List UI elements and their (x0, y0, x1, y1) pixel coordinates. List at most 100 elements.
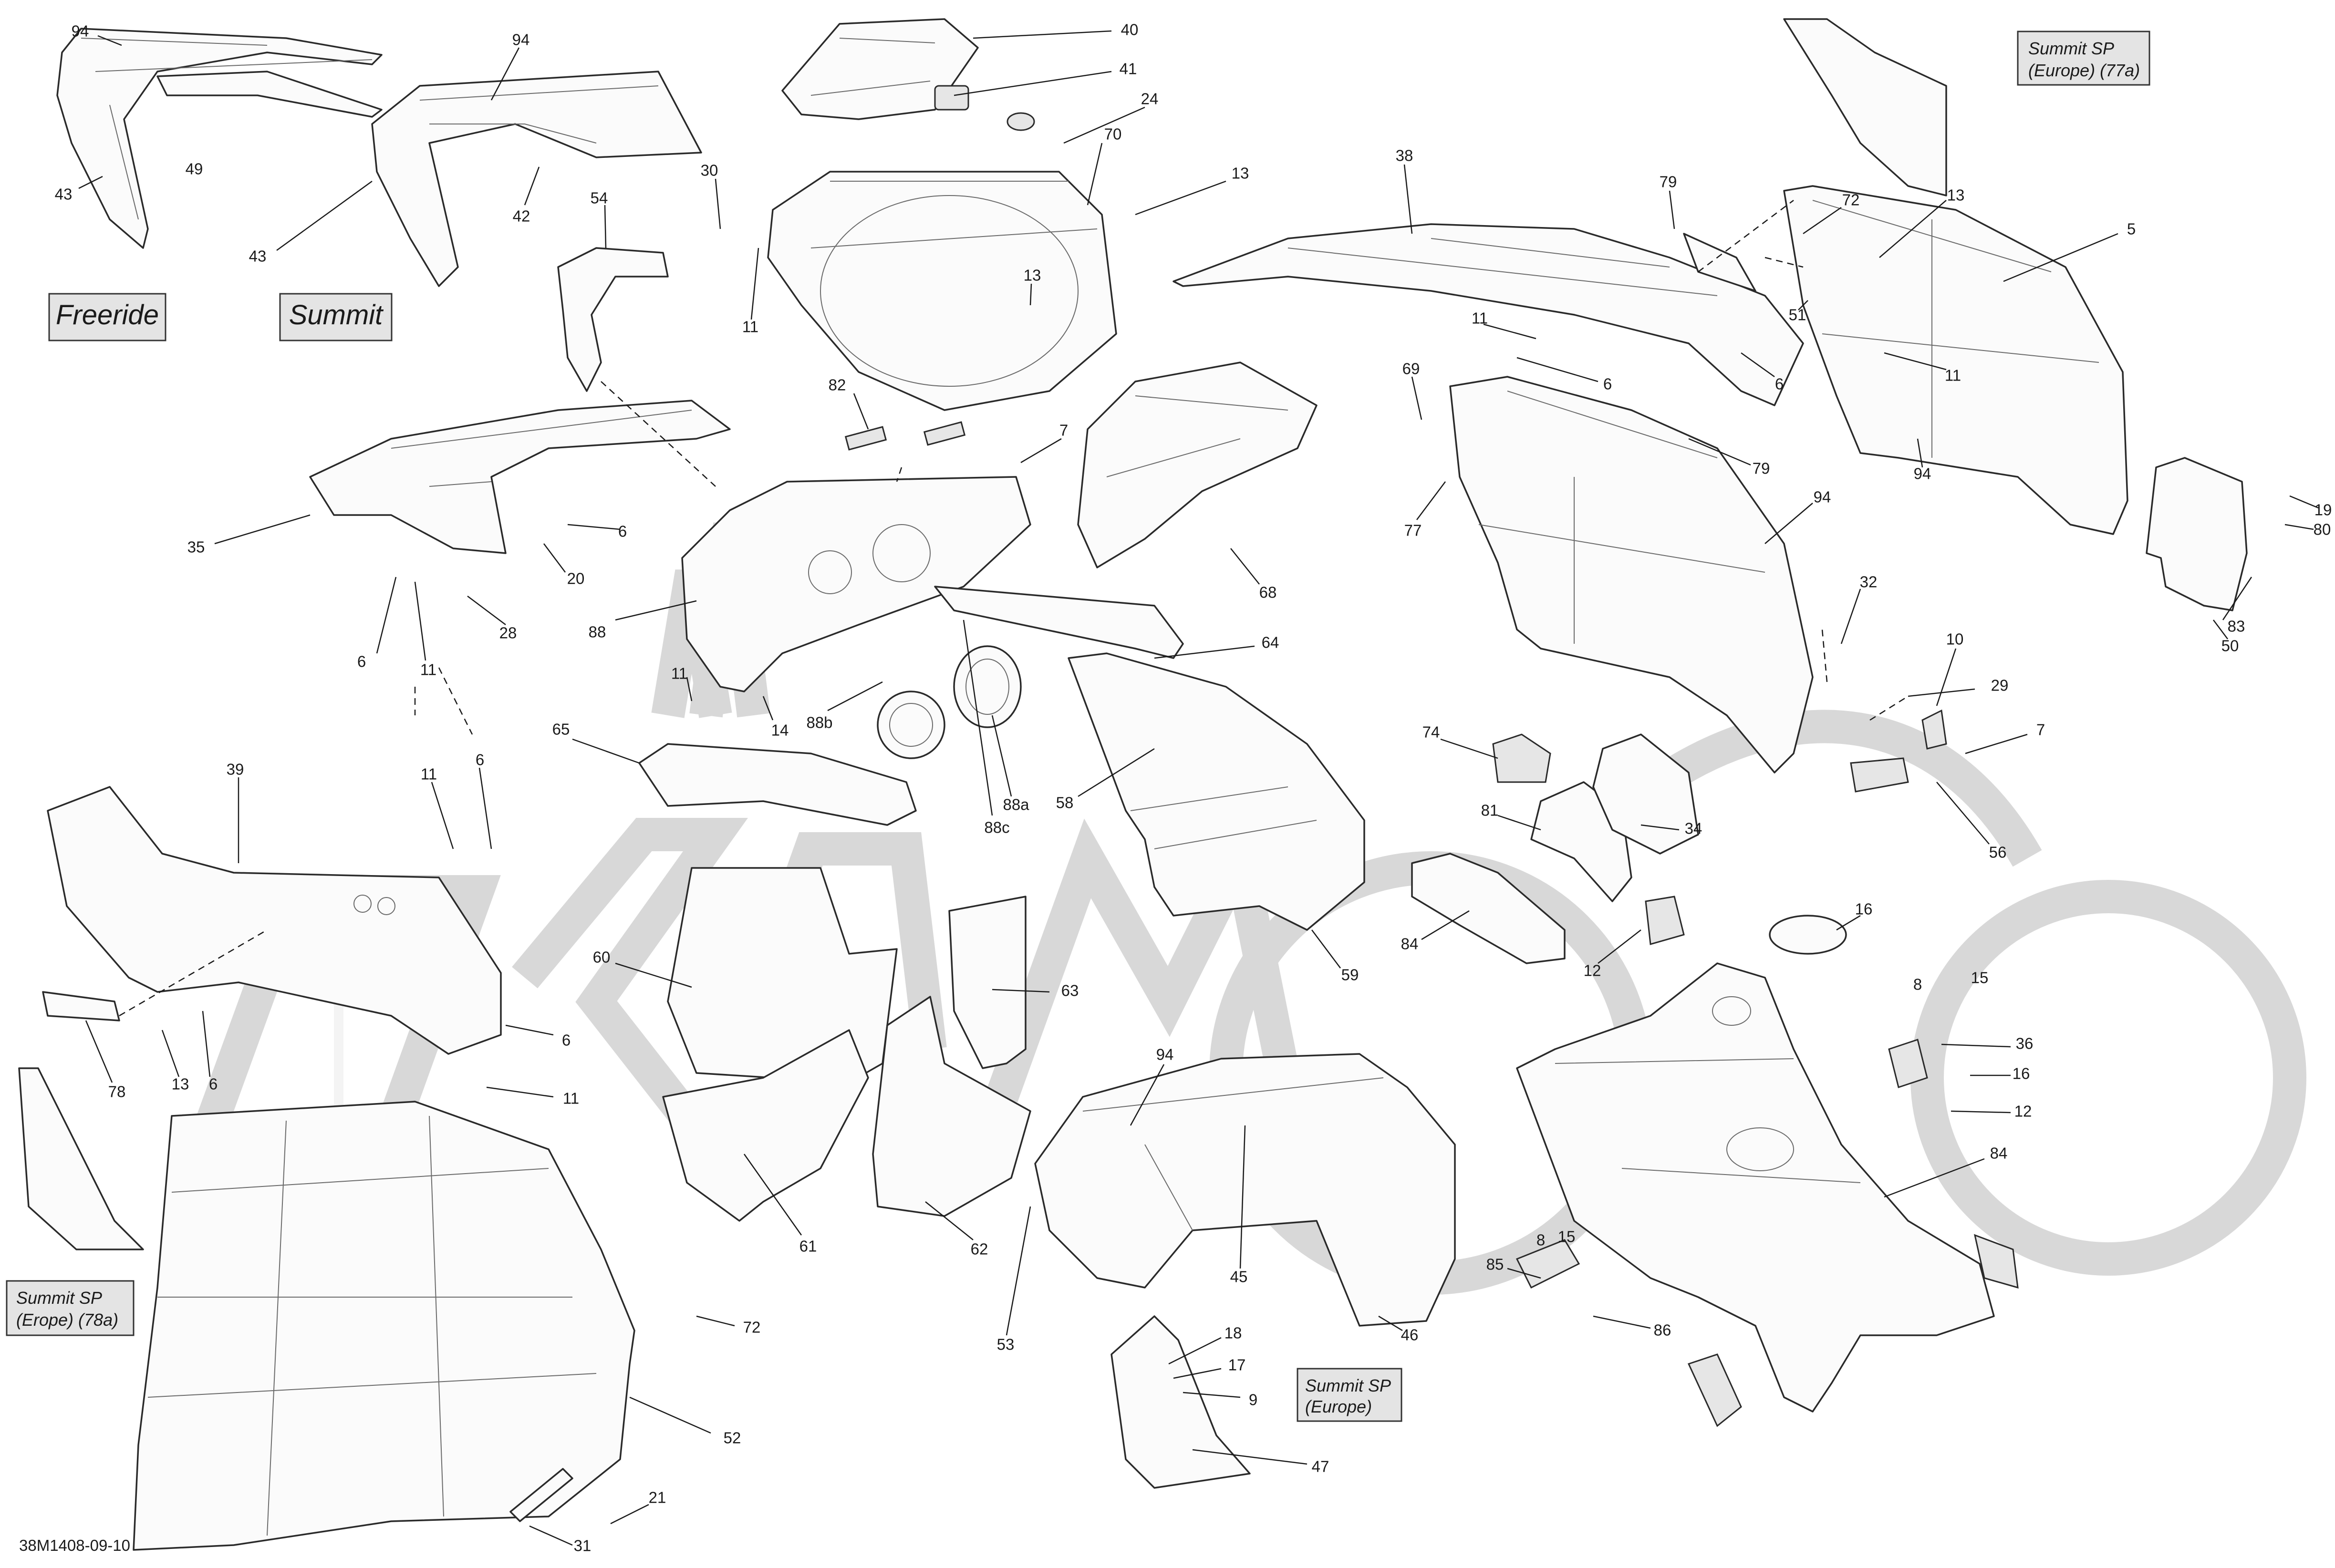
callout-85: 85 (1486, 1256, 1504, 1273)
callout-9: 9 (1249, 1391, 1257, 1409)
callout-leader (1669, 190, 1675, 229)
variant-label-77a-line1: Summit SP (2028, 39, 2114, 58)
callout-49: 49 (186, 160, 203, 178)
callout-30: 30 (701, 162, 718, 179)
part-84-a (1888, 1039, 1928, 1088)
part-83 (1592, 733, 1699, 855)
callout-leader (1507, 1268, 1541, 1279)
part-61 (662, 1029, 869, 1222)
callout-12: 12 (1584, 962, 1601, 980)
callout-leader (214, 514, 311, 545)
callout-6: 6 (209, 1075, 218, 1093)
variant-box-summit: Summit (279, 293, 393, 341)
callout-84: 84 (1990, 1145, 2008, 1162)
callout-leader (1168, 1337, 1222, 1365)
callout-leader (1440, 738, 1498, 759)
callout-11: 11 (671, 665, 687, 682)
callout-31: 31 (574, 1537, 592, 1555)
diagram-code: 38M1408-09-10 (19, 1537, 130, 1554)
callout-leader (1403, 164, 1413, 234)
callout-29: 29 (1991, 677, 2009, 694)
callout-84: 84 (1401, 935, 1419, 953)
callout-17: 17 (1228, 1356, 1246, 1374)
callout-5: 5 (2127, 220, 2136, 238)
callout-leader (78, 175, 103, 189)
callout-leader (1741, 352, 1775, 378)
callout-leader (1230, 548, 1260, 585)
callout-8: 8 (1913, 976, 1922, 993)
callout-38: 38 (1396, 147, 1413, 165)
callout-leader (529, 1525, 573, 1546)
callout-layer: 9443499443425440412430701311138273562028… (55, 21, 2332, 1555)
callout-58: 58 (1056, 794, 1074, 812)
callout-21: 21 (649, 1489, 666, 1506)
callout-51: 51 (1789, 306, 1806, 324)
callout-leader (1483, 323, 1536, 340)
callout-leader (1688, 438, 1751, 466)
callout-47: 47 (1312, 1458, 1329, 1475)
callout-leader (505, 1024, 554, 1036)
callout-leader (1593, 1315, 1651, 1329)
callout-leader (615, 600, 697, 621)
callout-19: 19 (2314, 501, 2332, 519)
callout-leader (1936, 782, 1990, 845)
callout-leader (1063, 106, 1145, 144)
callout-leader (750, 248, 759, 320)
callout-leader (1884, 1158, 1985, 1198)
variant-label-78a-line1: Summit SP (16, 1288, 102, 1308)
part-62 (872, 996, 1031, 1217)
callout-leader (762, 696, 774, 721)
callout-leader (696, 1315, 735, 1327)
callout-leader (1840, 588, 1861, 644)
callout-leader (1239, 1125, 1246, 1269)
callout-leader (486, 1086, 554, 1098)
callout-16: 16 (2013, 1065, 2030, 1083)
callout-leader (827, 681, 883, 712)
callout-32: 32 (1860, 573, 1878, 591)
callout-63: 63 (1061, 982, 1079, 1000)
callout-leader (202, 1011, 211, 1077)
callout-11: 11 (1472, 309, 1488, 327)
variant-box-summit-sp-78a: Summit SP (Erope) (78a) (6, 1280, 135, 1336)
callout-7: 7 (2036, 721, 2045, 739)
callout-leader (1135, 180, 1226, 216)
part-56 (2146, 457, 2248, 611)
callout-leader (2213, 619, 2228, 640)
callout-leader (1764, 503, 1813, 544)
part-47 (1110, 1315, 1251, 1489)
callout-74: 74 (1422, 723, 1440, 741)
part-grommet (1007, 112, 1035, 131)
part-34 (1769, 915, 1847, 955)
callout-leader (161, 1030, 180, 1077)
part-60 (667, 867, 898, 1083)
callout-83: 83 (2228, 618, 2245, 635)
callout-13: 13 (1947, 186, 1965, 204)
callout-94: 94 (1814, 488, 1831, 506)
callout-11: 11 (742, 318, 758, 336)
callout-leader (1020, 438, 1062, 464)
callout-leader (992, 989, 1050, 993)
callout-16: 16 (1855, 900, 1873, 918)
part-82a (844, 426, 887, 451)
callout-leader (853, 393, 869, 430)
part-41 (934, 85, 969, 111)
callout-88: 88 (589, 623, 606, 641)
callout-13: 13 (1024, 267, 1041, 284)
part-53-45-46 (1034, 1053, 1456, 1327)
part-80 (1492, 733, 1551, 783)
callout-leader (490, 47, 520, 101)
callout-39: 39 (227, 761, 244, 778)
callout-leader (543, 543, 566, 573)
callout-leader (925, 1201, 974, 1240)
callout-40: 40 (1121, 21, 1139, 39)
callout-leader (1311, 929, 1341, 969)
callout-leader (1908, 688, 1975, 697)
part-74 (1411, 853, 1566, 964)
part-40 (781, 18, 979, 120)
callout-leader (478, 767, 492, 849)
callout-94: 94 (1914, 465, 1931, 483)
callout-45: 45 (1230, 1268, 1248, 1286)
callout-79: 79 (1753, 460, 1770, 477)
callout-6: 6 (357, 653, 366, 671)
